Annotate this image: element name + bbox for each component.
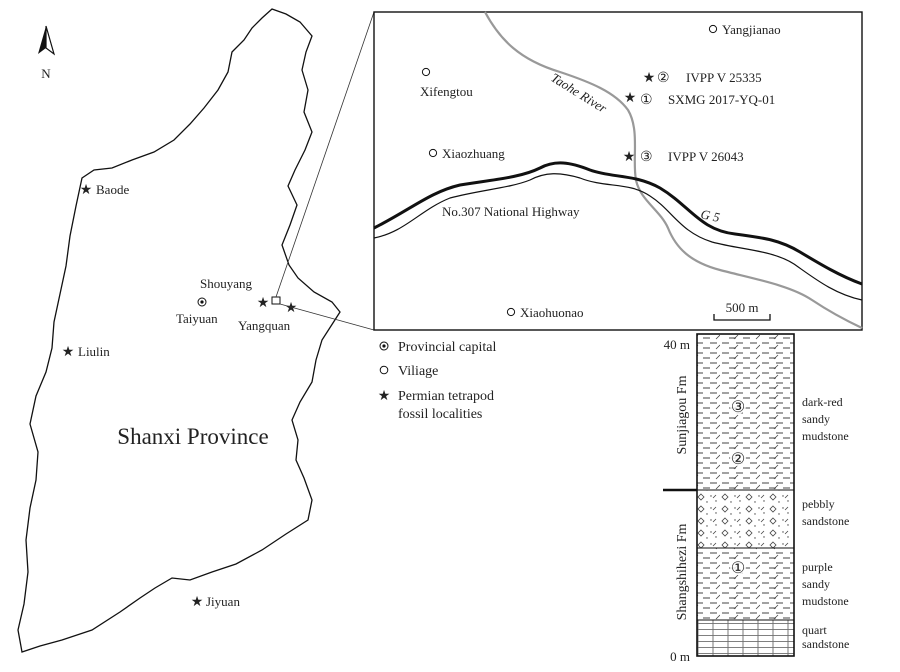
inset-connector-top: [275, 11, 375, 298]
star-icon: ★: [257, 296, 270, 311]
lithology-label-3-line3: mudstone: [802, 594, 849, 608]
national-highway-307: [373, 173, 863, 301]
highway-label: No.307 National Highway: [442, 204, 580, 219]
star-icon: ★: [624, 91, 637, 106]
locality-number-3: ③: [640, 150, 653, 165]
north-arrow-icon: [38, 26, 46, 54]
locality-code-3: IVPP V 26043: [668, 149, 744, 164]
village-icon: [428, 148, 438, 158]
lithology-label-1-line1: dark-red: [802, 395, 843, 409]
column-bottom-label: 0 m: [670, 649, 690, 664]
north-label: N: [41, 66, 51, 81]
city-markers: ★ ★ ★ ★ ★: [62, 183, 298, 610]
lithology-label-3-line1: purple: [802, 560, 833, 574]
scale-label: 500 m: [726, 300, 759, 315]
village-label-yangjianao: Yangjianao: [722, 22, 781, 37]
city-label-baode: Baode: [96, 182, 129, 197]
village-icon: [379, 365, 389, 375]
city-label-taiyuan: Taiyuan: [176, 311, 218, 326]
expressway-label: G 5: [699, 206, 721, 225]
legend: Provincial capital Viliage ★ Permian tet…: [378, 340, 497, 422]
pebbly-sandstone-unit: [697, 490, 794, 548]
column-frame: [696, 333, 795, 657]
star-icon: ★: [62, 345, 75, 360]
star-icon: ★: [80, 183, 93, 198]
locality-number-1: ①: [640, 93, 653, 108]
village-icon: [421, 67, 431, 77]
sunjiagou-mudstone-unit: [697, 334, 794, 490]
legend-village-label: Viliage: [398, 364, 438, 379]
lithology-label-2-line2: sandstone: [802, 514, 849, 528]
village-icon: [506, 307, 516, 317]
village-icon: [708, 24, 718, 34]
city-label-yangquan: Yangquan: [238, 318, 291, 333]
legend-capital-label: Provincial capital: [398, 340, 496, 355]
column-marker-1: ①: [731, 560, 745, 577]
province-outline: [17, 8, 341, 653]
locality-code-1: SXMG 2017-YQ-01: [668, 92, 775, 107]
star-icon: ★: [643, 71, 656, 86]
star-icon: ★: [378, 389, 391, 404]
locality-number-2: ②: [657, 71, 670, 86]
lithology-label-3-line2: sandy: [802, 577, 830, 591]
stratigraphic-column: ③ ② ① 40 m 0 m Sunjiagou Fm Shangshihezi…: [663, 333, 849, 664]
province-label: Shanxi Province: [117, 424, 268, 449]
inset-connector-bottom: [279, 303, 375, 331]
g5-expressway: [373, 161, 863, 286]
legend-fossil-label-line2: fossil localities: [398, 407, 482, 422]
star-icon: ★: [285, 301, 298, 316]
inset-location-box: [271, 296, 281, 305]
column-top-label: 40 m: [664, 337, 690, 352]
formation-label-shangshihezi: Shangshihezi Fm: [675, 523, 690, 620]
lithology-label-4-line1: quart: [802, 623, 827, 637]
taohe-river: [484, 11, 863, 329]
lithology-label-2-line1: pebbly: [802, 497, 835, 511]
lithology-label-1-line3: mudstone: [802, 429, 849, 443]
capital-icon: [379, 341, 389, 351]
column-marker-3: ③: [731, 399, 745, 416]
purple-mudstone-unit: [697, 548, 794, 620]
lithology-label-4-line2: sandstone: [802, 637, 849, 651]
village-label-xifengtou: Xifengtou: [420, 84, 473, 99]
formation-label-sunjiagou: Sunjiagou Fm: [675, 375, 690, 454]
scale-bar: [713, 314, 771, 321]
city-label-shouyang: Shouyang: [200, 276, 253, 291]
lithology-label-1-line2: sandy: [802, 412, 830, 426]
legend-fossil-label-line1: Permian tetrapod: [398, 389, 494, 404]
city-label-jiyuan: Jiyuan: [206, 594, 240, 609]
locality-code-2: IVPP V 25335: [686, 70, 762, 85]
city-label-liulin: Liulin: [78, 344, 110, 359]
village-label-xiaozhuang: Xiaozhuang: [442, 146, 505, 161]
village-label-xiaohuonao: Xiaohuonao: [520, 305, 584, 320]
inset-frame: [373, 11, 863, 331]
star-icon: ★: [191, 595, 204, 610]
capital-icon: [197, 297, 207, 307]
star-icon: ★: [623, 150, 636, 165]
north-arrow: N: [38, 25, 56, 81]
quartz-sandstone-unit: [697, 620, 794, 656]
inset-map: Yangjianao Xifengtou Xiaozhuang Xiaohuon…: [373, 11, 863, 331]
column-marker-2: ②: [731, 451, 745, 468]
